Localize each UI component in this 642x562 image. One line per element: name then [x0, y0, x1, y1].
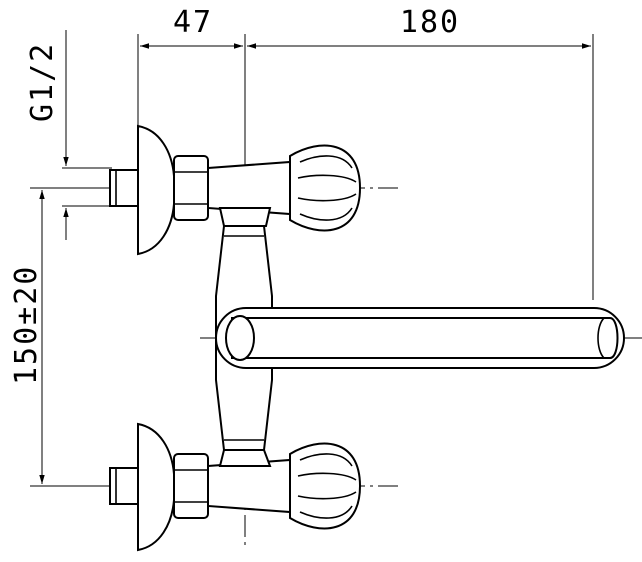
- dimension-label-47: 47: [173, 5, 213, 40]
- spout: [215, 307, 625, 369]
- top-inlet-pipe: [109, 169, 139, 207]
- bottom-inlet-pipe: [109, 467, 139, 505]
- dimension-label-thread: G1/2: [25, 42, 60, 122]
- bottom-valve-housing: [207, 458, 291, 514]
- dimension-150: 150±20: [9, 187, 110, 487]
- top-nut: [173, 155, 209, 221]
- spout-swivel-ring: [225, 315, 255, 361]
- dimension-g1-2: G1/2: [25, 30, 112, 240]
- top-wall-flange: [137, 124, 175, 256]
- dimension-180: 180: [247, 5, 594, 300]
- bottom-handle: [289, 442, 362, 530]
- dimension-label-180: 180: [400, 5, 460, 40]
- bottom-valve: [109, 422, 362, 552]
- top-valve-housing: [207, 160, 291, 216]
- dimension-label-center-distance: 150±20: [9, 265, 44, 385]
- top-handle: [289, 144, 362, 232]
- bottom-nut: [173, 453, 209, 519]
- bottom-wall-flange: [137, 422, 175, 552]
- top-valve: [109, 124, 362, 256]
- dimension-47: 47: [137, 5, 246, 180]
